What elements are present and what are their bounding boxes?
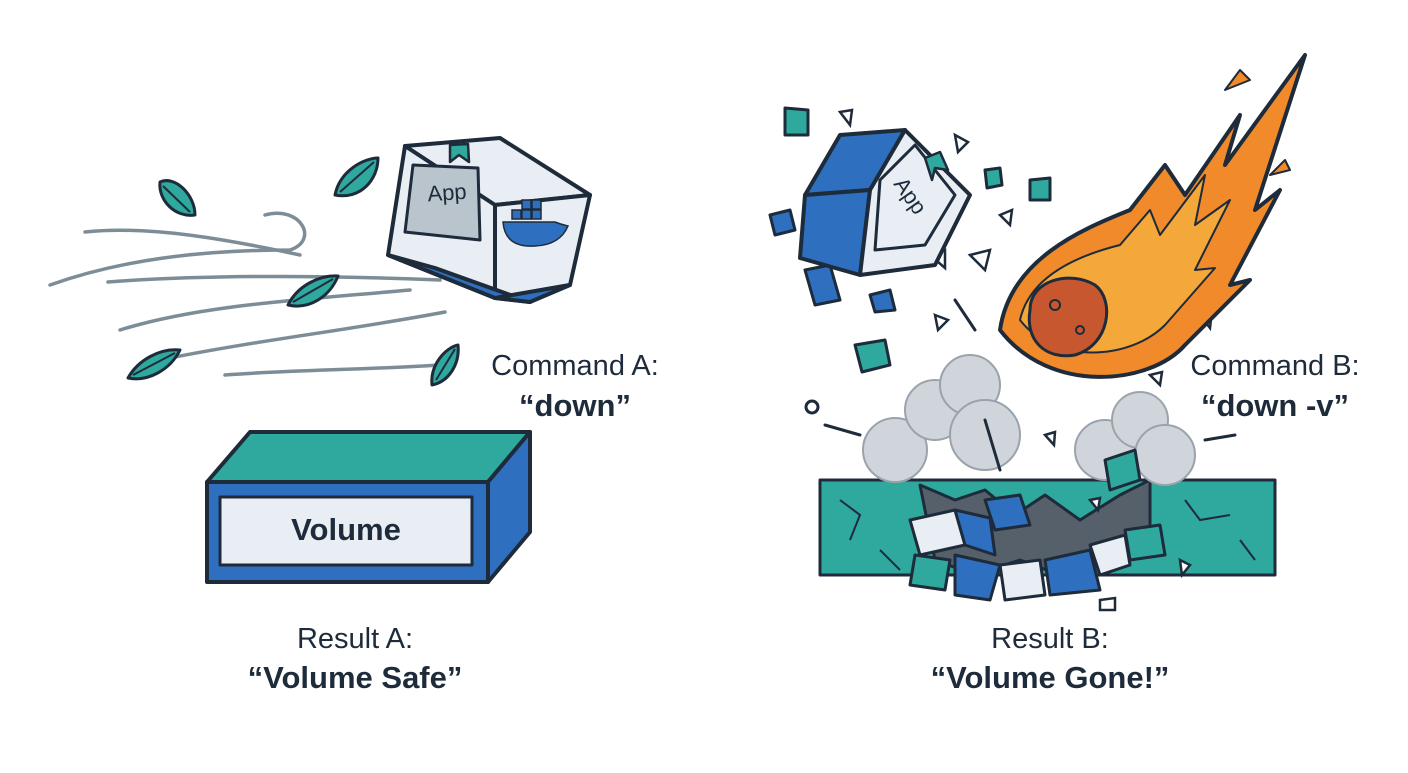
result-a-value: “Volume Safe”	[247, 660, 463, 695]
wind-icon	[48, 211, 447, 377]
command-a-value: “down”	[519, 388, 631, 423]
result-b-label: Result B:	[991, 623, 1109, 655]
debris-icon	[768, 106, 1167, 602]
volume-label: Volume	[291, 512, 401, 547]
command-a-label: Command A:	[491, 350, 659, 382]
dust-cloud-icon	[862, 354, 1196, 486]
command-b-label: Command B:	[1190, 350, 1360, 382]
result-b-value: “Volume Gone!”	[930, 660, 1170, 695]
meteor-icon	[998, 53, 1307, 379]
volume-box-safe	[205, 430, 532, 584]
container-box-a	[386, 136, 592, 304]
result-a-label: Result A:	[296, 623, 414, 655]
command-b-value: “down -v”	[1200, 388, 1350, 423]
container-a-label: App	[426, 178, 468, 207]
container-box-b	[798, 128, 972, 277]
docker-whale-icon	[502, 199, 570, 247]
